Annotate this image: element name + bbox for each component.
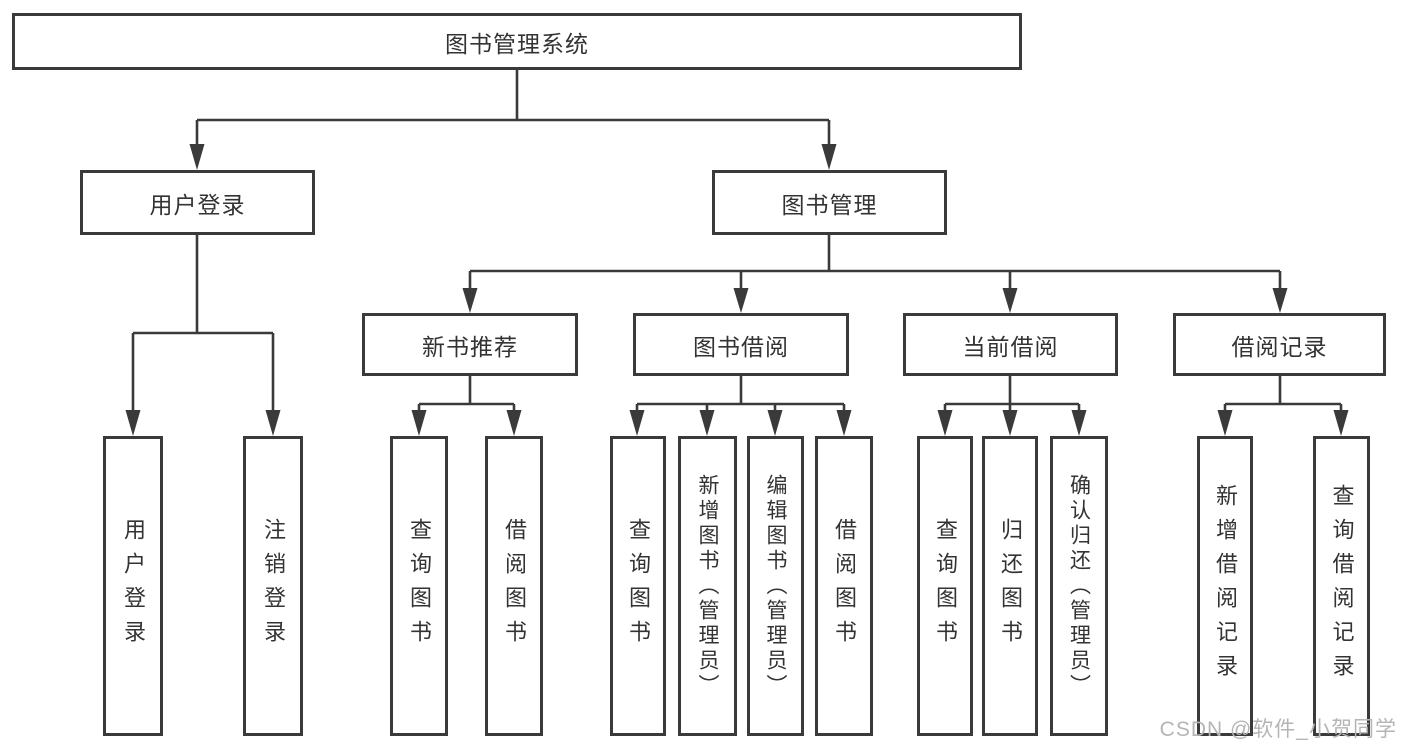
node-leaf-edit-books-admin: 编辑图书（管理员）: [747, 436, 804, 736]
node-leaf-borrow-books-1: 借阅图书: [485, 436, 543, 736]
node-leaf-borrow-books-2: 借阅图书: [815, 436, 873, 736]
connector-records-branch: [1223, 376, 1343, 416]
node-current-borrowing: 当前借阅: [903, 313, 1118, 376]
node-root-system: 图书管理系统: [12, 13, 1022, 70]
node-leaf-query-books-2: 查询图书: [610, 436, 666, 736]
node-leaf-query-books-1: 查询图书: [390, 436, 448, 736]
node-leaf-query-borrow-record: 查询借阅记录: [1313, 436, 1370, 736]
connector-user-login-branch: [131, 235, 275, 416]
node-leaf-add-borrow-record: 新增借阅记录: [1197, 436, 1253, 736]
connector-borrowing-branch: [635, 376, 846, 416]
connector-root-branch: [195, 70, 831, 150]
node-book-mgmt-branch: 图书管理: [712, 170, 947, 235]
node-book-borrowing: 图书借阅: [633, 313, 849, 376]
node-new-book-recommend: 新书推荐: [362, 313, 578, 376]
node-leaf-add-books-admin: 新增图书（管理员）: [678, 436, 737, 736]
csdn-watermark: CSDN @软件_小贺同学: [1159, 718, 1397, 741]
node-leaf-user-login: 用户登录: [103, 436, 163, 736]
arrowheads: [125, 144, 1349, 436]
node-leaf-logout: 注销登录: [243, 436, 303, 736]
node-leaf-return-books: 归还图书: [982, 436, 1038, 736]
node-user-login-branch: 用户登录: [80, 170, 315, 235]
node-leaf-query-books-3: 查询图书: [917, 436, 973, 736]
node-leaf-confirm-return-admin: 确认归还（管理员）: [1050, 436, 1108, 736]
connector-new-books-branch: [417, 376, 516, 416]
connector-book-mgmt-branch: [468, 235, 1282, 293]
node-borrowing-records: 借阅记录: [1173, 313, 1386, 376]
